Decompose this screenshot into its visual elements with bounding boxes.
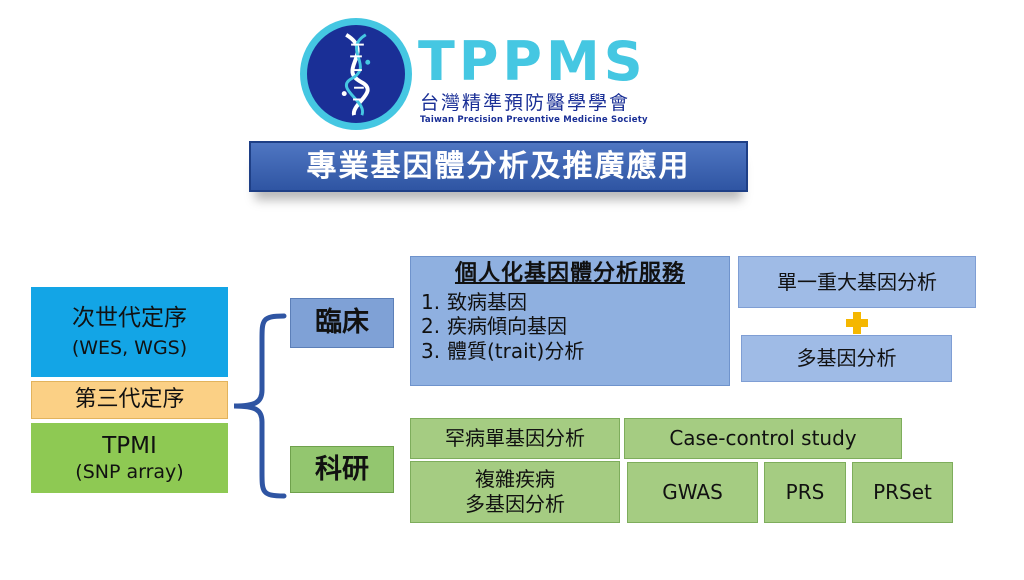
dna-helix-icon xyxy=(341,33,371,116)
curly-brace-connector xyxy=(233,313,287,499)
service-item-label: 體質(trait)分析 xyxy=(447,338,585,363)
complex-disease-box: 複雜疾病 多基因分析 xyxy=(410,461,620,523)
complex-disease-line2: 多基因分析 xyxy=(465,492,565,516)
ngs-title: 次世代定序 xyxy=(72,304,187,331)
logo-chinese-name: 台灣精準預防醫學學會 xyxy=(420,92,631,114)
third-gen-box: 第三代定序 xyxy=(31,381,228,419)
tpmi-title: TPMI xyxy=(102,432,157,459)
research-label: 科研 xyxy=(290,446,394,493)
prs-box: PRS xyxy=(764,462,846,523)
banner-title: 專業基因體分析及推廣應用 xyxy=(249,141,748,192)
service-item-label: 致病基因 xyxy=(447,289,527,314)
single-gene-analysis-box: 單一重大基因分析 xyxy=(738,256,976,308)
service-item: 3. 體質(trait)分析 xyxy=(421,339,719,363)
clinical-label: 臨床 xyxy=(290,298,394,348)
personalized-service-box: 個人化基因體分析服務 1. 致病基因 2. 疾病傾向基因 3. 體質(trait… xyxy=(410,256,730,386)
service-item-number: 3. xyxy=(421,338,441,363)
logo-acronym: TPPMS xyxy=(418,30,647,93)
tpmi-box: TPMI (SNP array) xyxy=(31,423,228,493)
gwas-box: GWAS xyxy=(627,462,758,523)
prset-box: PRSet xyxy=(852,462,953,523)
tpmi-subtitle: (SNP array) xyxy=(75,460,184,483)
case-control-box: Case-control study xyxy=(624,418,902,459)
service-item: 1. 致病基因 xyxy=(421,290,719,314)
service-item: 2. 疾病傾向基因 xyxy=(421,314,719,338)
plus-icon xyxy=(846,312,868,334)
ngs-subtitle: (WES, WGS) xyxy=(71,336,188,359)
service-item-number: 2. xyxy=(421,314,441,339)
service-item-label: 疾病傾向基因 xyxy=(447,314,567,339)
service-item-number: 1. xyxy=(421,289,441,314)
logo-english-name: Taiwan Precision Preventive Medicine Soc… xyxy=(420,115,648,125)
multi-gene-analysis-box: 多基因分析 xyxy=(741,335,952,382)
logo-emblem xyxy=(300,18,412,130)
rare-disease-analysis-box: 罕病單基因分析 xyxy=(410,418,620,459)
ngs-box: 次世代定序 (WES, WGS) xyxy=(31,287,228,377)
complex-disease-line1: 複雜疾病 xyxy=(475,467,555,491)
service-title: 個人化基因體分析服務 xyxy=(454,261,685,286)
